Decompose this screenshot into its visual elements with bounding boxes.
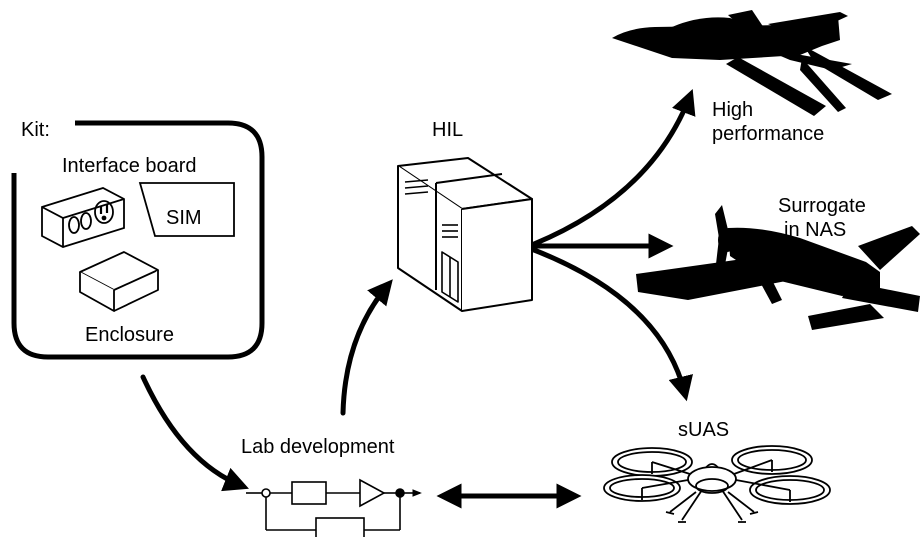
enclosure-box-icon [79,251,159,312]
sim-card-icon: SIM [138,182,235,237]
surrogate-label-line2: in NAS [784,219,846,241]
arrow-hil-to-suas [531,247,693,402]
server-tower-icon [397,157,533,312]
flow-arrows [140,88,696,509]
enclosure-label: Enclosure [85,324,174,346]
fighter-jet-icon [612,10,892,116]
kit-bracket [11,120,265,360]
high-performance-label-line1: High [712,99,753,121]
power-outlet-icon [41,187,125,248]
surrogate-label-line1: Surrogate [778,195,866,217]
kit-label: Kit: [21,119,50,141]
hil-group: HIL [397,119,533,312]
lab-label: Lab development [241,436,395,458]
interface-board-label: Interface board [62,155,197,177]
propeller-plane-icon [636,205,920,330]
high-performance-label-line2: performance [712,123,824,145]
quadcopter-drone-icon [603,445,831,523]
control-block-diagram-icon [246,478,422,537]
suas-label: sUAS [678,419,729,441]
arrow-kit-to-lab [140,374,249,492]
hil-label: HIL [432,119,463,141]
sim-label: SIM [166,207,202,229]
kit-group: Kit: Interface board SIM Enclosure [11,119,265,360]
lab-group: Lab development [241,436,422,537]
arrow-lab-to-hil [340,279,393,416]
arrow-hil-to-jet [531,88,696,247]
